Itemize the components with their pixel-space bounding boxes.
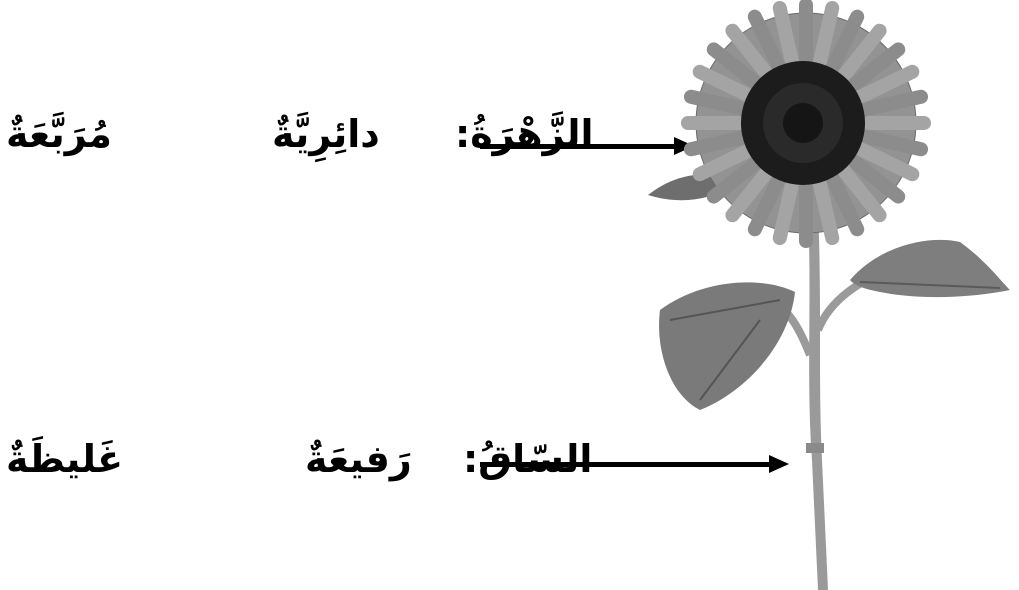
flower-option-square[interactable]: مُرَبَّعَةٌ	[6, 115, 112, 153]
leaf-right	[850, 240, 1010, 297]
stem-option-thin[interactable]: رَفيعَةٌ	[305, 440, 412, 478]
flower-option-circular[interactable]: دائِرِيَّةٌ	[272, 115, 380, 153]
stem	[808, 210, 828, 590]
stem-option-thick[interactable]: غَليظَةٌ	[6, 440, 123, 478]
stem-label: السّاقُ:	[463, 440, 592, 478]
sunflower-image	[640, 0, 1019, 590]
